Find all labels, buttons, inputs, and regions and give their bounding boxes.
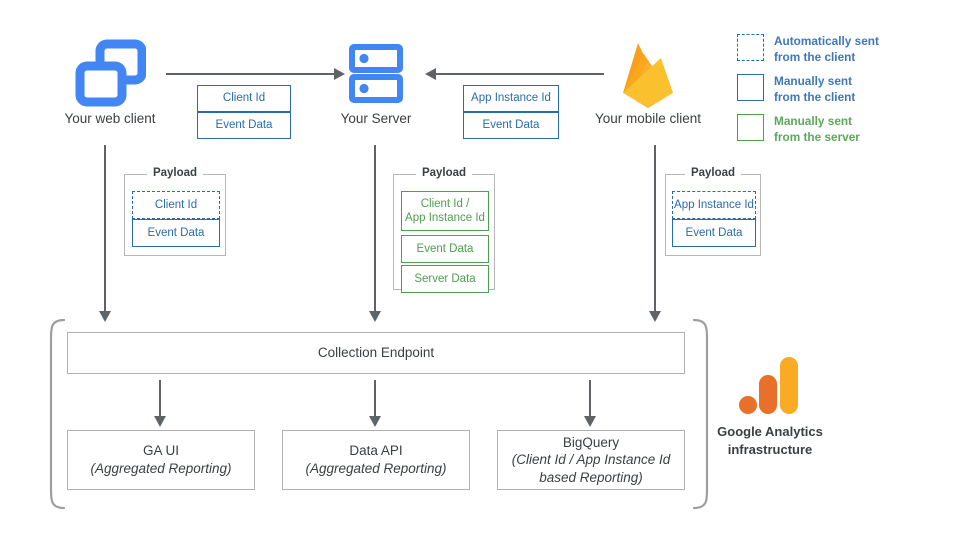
output-box-bigquery: BigQuery (Client Id / App Instance Id ba… xyxy=(497,430,685,490)
arrow-web-to-server xyxy=(166,73,336,76)
arrow-web-to-endpoint xyxy=(104,145,107,313)
legend-swatch-solid-green xyxy=(737,114,764,141)
arrow-endpoint-to-data-api xyxy=(374,380,377,418)
arrow-endpoint-to-ga-ui xyxy=(159,380,162,418)
google-analytics-icon xyxy=(738,356,802,418)
mobile-client-label: Your mobile client xyxy=(594,111,702,126)
google-analytics-infrastructure-label: Google Analytics infrastructure xyxy=(717,424,823,457)
arrow-endpoint-to-data-api-head xyxy=(368,416,381,427)
payload-chip-client-id: Client Id xyxy=(132,191,220,219)
legend-label-automatic-client: Automatically sent from the client xyxy=(774,34,879,64)
payload-chip-client-or-app-instance-id: Client Id / App Instance Id xyxy=(401,191,489,231)
payload-group-mobile: Payload App Instance Id Event Data xyxy=(665,167,761,256)
payload-title-mobile: Payload xyxy=(684,167,742,179)
payload-group-web: Payload Client Id Event Data xyxy=(124,167,226,256)
output-box-data-api: Data API (Aggregated Reporting) xyxy=(282,430,470,490)
legend-label-manual-client: Manually sent from the client xyxy=(774,74,856,104)
payload-title-server: Payload xyxy=(415,167,473,179)
payload-chip-event-data-server: Event Data xyxy=(401,235,489,263)
transfer-chip-event-data: Event Data xyxy=(197,112,291,139)
arrow-mobile-to-endpoint xyxy=(654,145,657,313)
legend-swatch-dashed-blue xyxy=(737,34,764,61)
output-subtitle-bigquery: (Client Id / App Instance Id based Repor… xyxy=(511,452,671,485)
output-title-bigquery: BigQuery xyxy=(562,434,620,450)
payload-chip-server-data: Server Data xyxy=(401,265,489,293)
output-title-ga-ui: GA UI xyxy=(142,443,179,459)
arrow-endpoint-to-ga-ui-head xyxy=(153,416,166,427)
legend-item-manual-client: Manually sent from the client xyxy=(737,74,855,106)
transfer-chip-app-instance-id: App Instance Id xyxy=(463,85,559,112)
output-title-data-api: Data API xyxy=(349,443,403,459)
arrow-server-to-endpoint-head xyxy=(368,311,381,322)
arrow-mobile-to-server xyxy=(436,73,604,76)
infrastructure-bracket-left xyxy=(44,318,66,510)
output-box-ga-ui: GA UI (Aggregated Reporting) xyxy=(67,430,255,490)
arrow-server-to-endpoint xyxy=(374,145,377,313)
transfer-chip-event-data-mobile: Event Data xyxy=(463,112,559,139)
web-client-label: Your web client xyxy=(64,111,156,126)
infrastructure-bracket-right xyxy=(692,318,714,510)
output-subtitle-ga-ui: (Aggregated Reporting) xyxy=(90,461,232,476)
legend-item-automatic-client: Automatically sent from the client xyxy=(737,34,879,66)
collection-endpoint-box: Collection Endpoint xyxy=(67,332,685,374)
arrow-mobile-to-server-head xyxy=(425,67,436,80)
payload-chip-app-instance-id: App Instance Id xyxy=(672,191,756,219)
arrow-endpoint-to-bigquery-head xyxy=(583,416,596,427)
firebase-flame-icon xyxy=(614,36,682,110)
payload-group-server: Payload Client Id / App Instance Id Even… xyxy=(393,167,495,293)
web-windows-icon xyxy=(74,38,147,108)
arrow-mobile-to-endpoint-head xyxy=(648,311,661,322)
transfer-chip-client-id: Client Id xyxy=(197,85,291,112)
payload-title-web: Payload xyxy=(146,167,204,179)
legend-item-manual-server: Manually sent from the server xyxy=(737,114,860,146)
arrow-endpoint-to-bigquery xyxy=(589,380,592,418)
payload-chip-event-data-mobile: Event Data xyxy=(672,219,756,247)
collection-endpoint-label: Collection Endpoint xyxy=(317,345,435,361)
arrow-web-to-endpoint-head xyxy=(98,311,111,322)
server-label: Your Server xyxy=(340,111,412,126)
arrow-web-to-server-head xyxy=(334,67,345,80)
server-rack-icon xyxy=(349,44,403,106)
payload-chip-event-data: Event Data xyxy=(132,219,220,247)
legend-swatch-solid-blue xyxy=(737,74,764,101)
legend-label-manual-server: Manually sent from the server xyxy=(774,114,860,144)
output-subtitle-data-api: (Aggregated Reporting) xyxy=(305,461,447,476)
